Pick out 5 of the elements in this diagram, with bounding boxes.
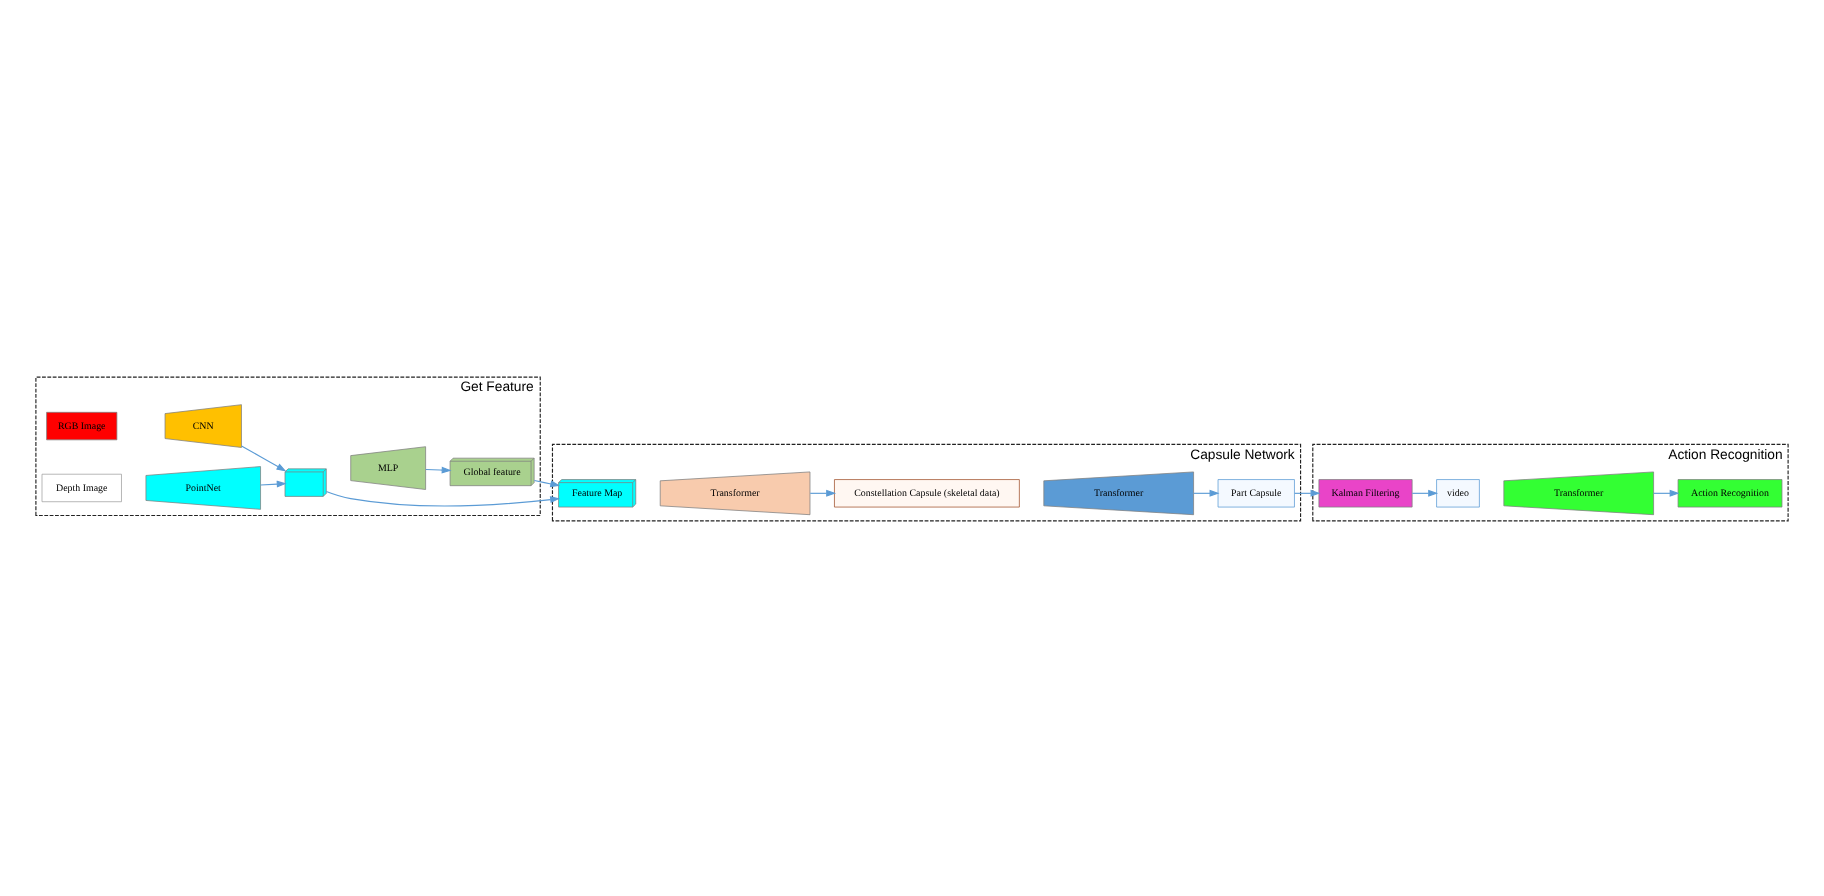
arrow bbox=[260, 479, 287, 487]
arrow bbox=[240, 444, 287, 471]
arrow bbox=[533, 478, 561, 487]
arrow bbox=[425, 465, 452, 473]
arrow bbox=[325, 489, 561, 506]
